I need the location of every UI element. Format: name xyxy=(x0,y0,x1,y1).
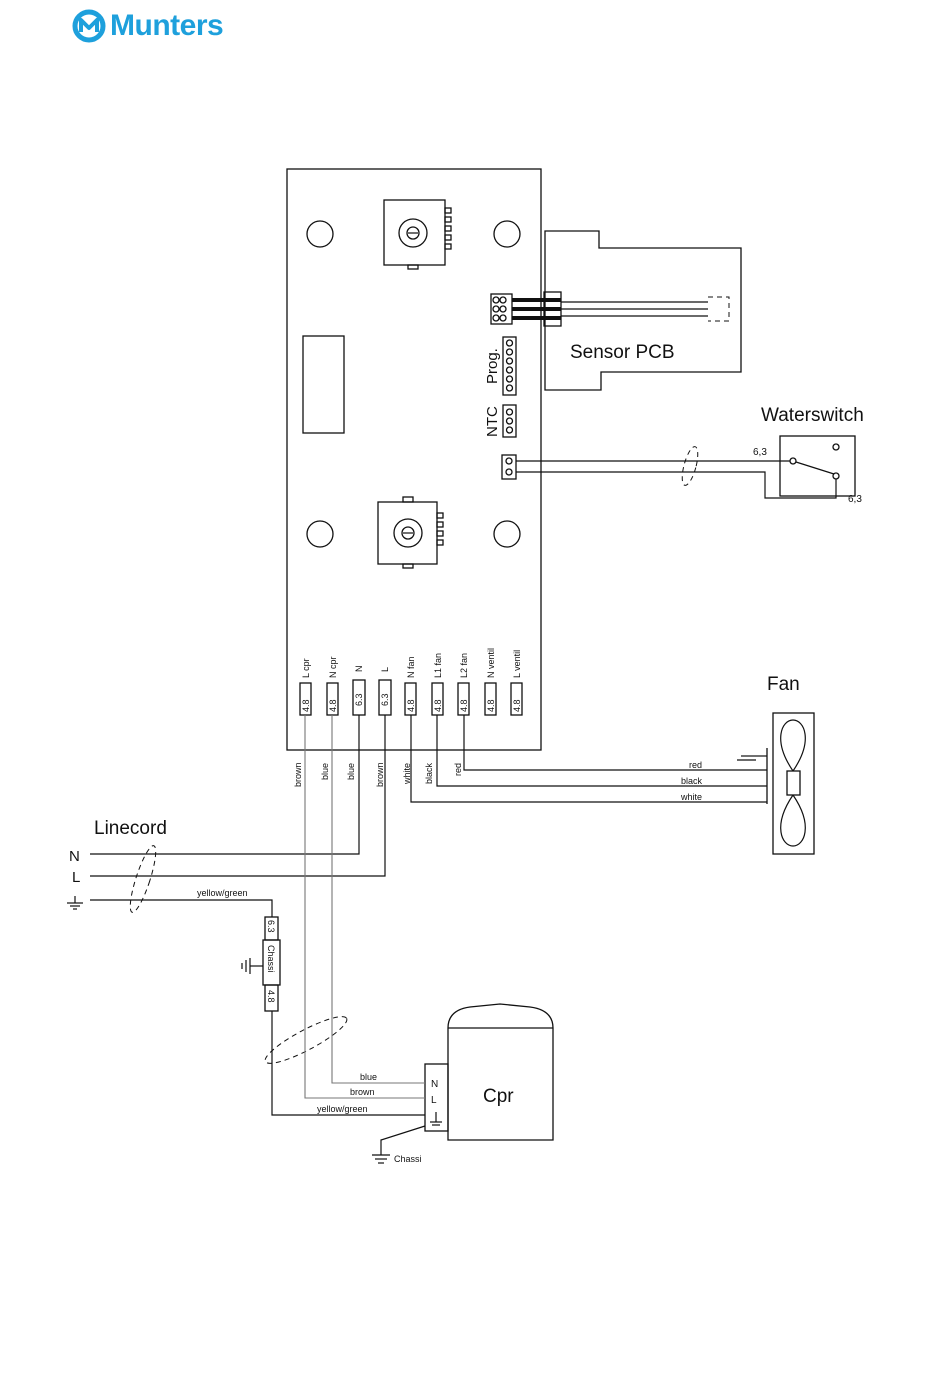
chassis-ground-icon xyxy=(372,1155,390,1163)
svg-text:brown: brown xyxy=(293,762,303,787)
terminal-l1-fan: L1 fan 4.8 xyxy=(432,653,443,715)
fan-wire-black-label: black xyxy=(681,776,703,786)
svg-text:N ventil: N ventil xyxy=(486,648,496,678)
terminal-n: N 6.3 xyxy=(353,666,365,716)
mounting-hole xyxy=(307,521,333,547)
sensor-pcb-label: Sensor PCB xyxy=(570,342,675,363)
ntc-label: NTC xyxy=(484,406,501,437)
fan-wire-red xyxy=(464,715,767,770)
svg-text:brown: brown xyxy=(375,762,385,787)
svg-text:blue: blue xyxy=(320,763,330,780)
svg-text:6.3: 6.3 xyxy=(380,693,390,706)
sensor-pcb xyxy=(512,231,741,390)
ntc-connector xyxy=(503,405,516,437)
linecord-n-label: N xyxy=(69,848,80,865)
svg-text:L2 fan: L2 fan xyxy=(459,653,469,678)
svg-text:L ventil: L ventil xyxy=(512,650,522,678)
compressor-chassis-label: Chassi xyxy=(394,1154,422,1164)
sensor-connector xyxy=(491,294,512,324)
mounting-hole xyxy=(494,521,520,547)
cpr-wire-brown-label: brown xyxy=(350,1087,375,1097)
svg-text:4.8: 4.8 xyxy=(266,990,276,1003)
svg-text:black: black xyxy=(424,762,434,784)
waterswitch-terminal-b: 6,3 xyxy=(848,494,862,505)
chassis-ground-wire xyxy=(272,1011,425,1115)
terminal-n-cpr: N cpr 4.8 xyxy=(327,656,338,715)
fan-wire-red-label: red xyxy=(689,760,702,770)
fan-wire-white-label: white xyxy=(680,792,702,802)
terminal-n-ventil: N ventil 4.8 xyxy=(485,648,496,715)
waterswitch-connector xyxy=(502,455,516,479)
svg-text:4.8: 4.8 xyxy=(512,699,522,712)
terminal-l2-fan: L2 fan 4.8 xyxy=(458,653,469,715)
fan xyxy=(737,713,814,854)
mounting-hole xyxy=(494,221,520,247)
waterswitch-label: Waterswitch xyxy=(761,405,864,426)
terminal-l: L 6.3 xyxy=(379,667,391,715)
svg-text:N: N xyxy=(354,666,364,673)
terminal-l-ventil: L ventil 4.8 xyxy=(511,650,522,715)
svg-text:4.8: 4.8 xyxy=(459,699,469,712)
linecord-l-label: L xyxy=(72,869,80,886)
linecord-ground-wire xyxy=(90,900,272,917)
top-potentiometer xyxy=(384,200,451,269)
svg-text:6.3: 6.3 xyxy=(354,693,364,706)
cpr-chassis-wire xyxy=(381,1126,425,1155)
linecord-ground-label: yellow/green xyxy=(197,888,248,898)
compressor-cable-sheath xyxy=(261,1010,352,1071)
linecord-label: Linecord xyxy=(94,818,167,839)
svg-text:Chassi: Chassi xyxy=(266,945,276,973)
pcb-terminals: L cpr 4.8 N cpr 4.8 N 6.3 L 6.3 N fan 4.… xyxy=(300,648,522,715)
svg-text:N cpr: N cpr xyxy=(328,656,338,678)
svg-text:L cpr: L cpr xyxy=(301,658,311,678)
waterswitch-terminal-a: 6,3 xyxy=(753,447,767,458)
chassis-block: 6.3 Chassi 4.8 xyxy=(242,917,280,1011)
mounting-hole xyxy=(307,221,333,247)
prog-connector xyxy=(503,337,516,395)
svg-text:4.8: 4.8 xyxy=(406,699,416,712)
svg-text:L: L xyxy=(380,667,390,672)
svg-text:4.8: 4.8 xyxy=(486,699,496,712)
compressor xyxy=(425,1004,553,1140)
compressor-terminal-l: L xyxy=(431,1095,437,1106)
svg-text:N fan: N fan xyxy=(406,656,416,678)
cpr-wire-ground-label: yellow/green xyxy=(317,1104,368,1114)
prog-label: Prog. xyxy=(484,348,501,384)
svg-text:4.8: 4.8 xyxy=(433,699,443,712)
terminal-l-cpr: L cpr 4.8 xyxy=(300,658,311,715)
waterswitch xyxy=(516,436,855,498)
fan-label: Fan xyxy=(767,674,800,695)
linecord-l-wire xyxy=(90,715,385,876)
compressor-terminal-n: N xyxy=(431,1079,438,1090)
terminal-n-fan: N fan 4.8 xyxy=(405,656,416,715)
compressor-label: Cpr xyxy=(483,1086,514,1107)
svg-text:4.8: 4.8 xyxy=(301,699,311,712)
svg-text:L1 fan: L1 fan xyxy=(433,653,443,678)
svg-text:blue: blue xyxy=(346,763,356,780)
display-area xyxy=(303,336,344,433)
ground-icon xyxy=(67,896,83,909)
cpr-wire-blue-label: blue xyxy=(360,1072,377,1082)
bottom-potentiometer xyxy=(378,497,443,568)
svg-text:6.3: 6.3 xyxy=(266,920,276,933)
svg-text:4.8: 4.8 xyxy=(328,699,338,712)
svg-text:red: red xyxy=(453,763,463,776)
compressor-terminal-ground-icon xyxy=(430,1112,442,1125)
